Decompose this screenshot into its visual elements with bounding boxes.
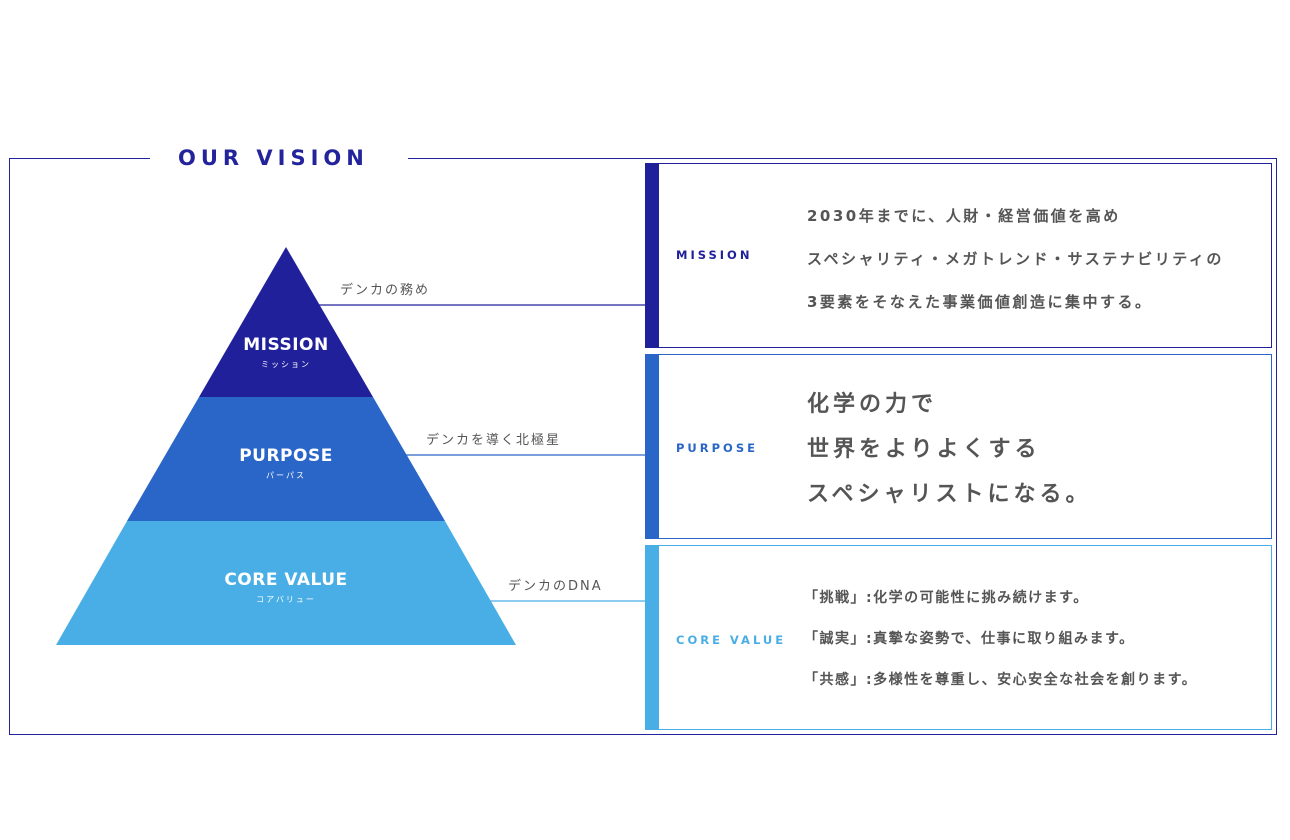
core-box-label: CORE VALUE xyxy=(676,633,787,647)
pyramid-purpose-tier xyxy=(127,397,445,521)
purpose-box: PURPOSE 化学の力で 世界をよりよくする スペシャリストになる。 xyxy=(645,354,1272,539)
purpose-jp: パーパス xyxy=(266,471,306,480)
core-line: 「共感」:多様性を尊重し、安心安全な社会を創ります。 xyxy=(804,672,1198,688)
core-line: 「挑戦」:化学の可能性に挑み続けます。 xyxy=(804,590,1089,606)
purpose-tier-label: PURPOSE パーパス xyxy=(186,446,386,481)
page-title: OUR VISION xyxy=(178,146,369,170)
purpose-box-label: PURPOSE xyxy=(676,441,758,455)
purpose-bar xyxy=(646,355,659,538)
pyramid-mission-tier xyxy=(199,247,373,397)
core-line: 「誠実」:真摯な姿勢で、仕事に取り組みます。 xyxy=(804,631,1135,647)
vision-frame xyxy=(9,158,1277,735)
pyramid-core-tier xyxy=(56,521,516,645)
core-tag: デンカのDNA xyxy=(508,579,603,594)
mission-box-label: MISSION xyxy=(676,248,753,262)
mission-tier-label: MISSION ミッション xyxy=(186,335,386,370)
purpose-line: スペシャリストになる。 xyxy=(807,482,1092,507)
core-text: 「挑戦」:化学の可能性に挑み続けます。 「誠実」:真摯な姿勢で、仕事に取り組みま… xyxy=(804,588,1197,711)
core-tier-label: CORE VALUE コアバリュー xyxy=(186,570,386,605)
core-en: CORE VALUE xyxy=(224,570,348,590)
mission-tag: デンカの務め xyxy=(340,283,431,298)
purpose-line: 世界をよりよくする xyxy=(807,437,1041,462)
purpose-text: 化学の力で 世界をよりよくする スペシャリストになる。 xyxy=(807,390,1091,525)
purpose-line: 化学の力で xyxy=(807,392,938,417)
mission-line: 2030年までに、人財・経営価値を高め xyxy=(807,207,1121,225)
mission-line: 3要素をそなえた事業価値創造に集中する。 xyxy=(807,293,1153,311)
core-box: CORE VALUE 「挑戦」:化学の可能性に挑み続けます。 「誠実」:真摯な姿… xyxy=(645,545,1272,730)
mission-box: MISSION 2030年までに、人財・経営価値を高め スペシャリティ・メガトレ… xyxy=(645,163,1272,348)
purpose-tag: デンカを導く北極星 xyxy=(426,433,562,448)
mission-jp: ミッション xyxy=(261,360,311,369)
mission-en: MISSION xyxy=(243,335,329,355)
purpose-en: PURPOSE xyxy=(239,446,333,466)
mission-text: 2030年までに、人財・経営価値を高め スペシャリティ・メガトレンド・サステナビ… xyxy=(807,206,1224,335)
title-gap xyxy=(150,148,408,170)
mission-line: スペシャリティ・メガトレンド・サステナビリティの xyxy=(807,250,1224,268)
core-jp: コアバリュー xyxy=(256,595,316,604)
core-bar xyxy=(646,546,659,729)
mission-bar xyxy=(646,164,659,347)
